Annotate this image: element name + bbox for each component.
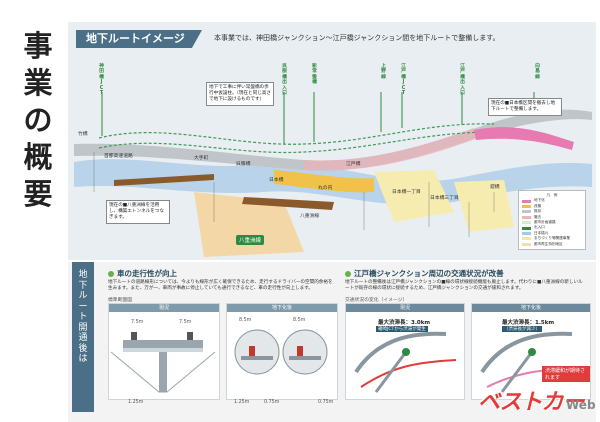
cross-section-underground-a: 地下化後 8.5m 8.5m	[226, 303, 338, 400]
cross-section-diagram	[110, 332, 216, 393]
traffic-map-current: 現況 最大渋滞長：3.0km 箱崎JCTから渋滞が発生	[345, 303, 465, 400]
route-image-header: 地下ルートイメージ	[76, 30, 202, 48]
dim-label: 0.75m	[318, 400, 334, 405]
tunnel-new	[242, 197, 334, 210]
section-left-title: 車の走行性が向上	[108, 268, 177, 279]
station-label: 日本橋三丁目	[430, 196, 459, 201]
removed-section	[304, 128, 478, 171]
legend-item: 既存	[522, 209, 582, 214]
dim-label: 1.25m	[234, 400, 250, 405]
rebuilt-section	[274, 170, 374, 193]
traffic-diagram	[354, 331, 457, 393]
ueno-line-label: 上野線	[381, 64, 386, 80]
underground-route-line	[98, 123, 495, 145]
station-label: 日本橋一丁目	[392, 190, 421, 195]
tunnel-yaesu	[114, 174, 214, 186]
after-opening-bar	[72, 262, 94, 412]
legend-item: 都市計画道路	[522, 220, 582, 225]
bestcar-logo: ベストカー	[478, 390, 584, 415]
section-left-body: 地下ルートの道路線形については、今よりも線形が広く確保できるため、走行するドライ…	[108, 280, 333, 291]
map-legend: 凡 例 地下化 改築 既存 撤去 都市計画道路 出入口 日本橋川 まちづくり等関…	[518, 190, 586, 251]
route-image-description: 本事業では、神田橋ジャンクション～江戸橋ジャンクション間を地下ルートで整備します…	[214, 34, 500, 42]
section-left-sublabel: 標準断面図	[108, 298, 132, 303]
legend-item: 出入口	[522, 225, 582, 230]
bestcar-web-label: Web	[566, 398, 596, 412]
legend-title: 凡 例	[546, 193, 558, 197]
section-title: 事 業 の 概 要	[23, 29, 53, 211]
section-right-body: 地下ルートの整備後は江戸橋ジャンクションの■線の環状線接続機能も廃止します。代わ…	[345, 280, 583, 291]
note-yaesu: 現在の■八重洲線を活用し、構築エトンネルをつなぎます。	[106, 200, 170, 224]
station-label: 首都高速道路	[104, 154, 133, 159]
station-label: 呉服橋	[236, 162, 251, 167]
station-label: 鎧橋	[490, 185, 500, 190]
note-tokiwabashi: 地下で工事に伴い常盤橋の歩行中仮設柱。（現在と同じ高さで地下に設けるものです）	[206, 82, 274, 106]
undergrounded-section	[474, 127, 574, 150]
gofukubashi-exit-label: 呉服橋出入口	[282, 64, 287, 97]
bullet-icon	[345, 271, 351, 277]
section-right-sublabel: 交通状況の変化（イメージ）	[345, 298, 408, 303]
cross-section-current: 現況 7.5m 7.5m	[108, 303, 220, 400]
legend-item: 地下化	[522, 198, 582, 203]
shin-tokiwabashi-label: 新常盤橋	[312, 64, 317, 86]
station-label: 大手町	[194, 156, 209, 161]
legend-item: まちづくり等関連事業	[522, 236, 582, 241]
dim-label: 1.25m	[128, 400, 144, 405]
redevelopment-area-2	[374, 170, 454, 222]
traffic-map-after: 地下化後 最大渋滞長：1.5km （渋滞長が減少） 渋滞緩和が期待されます	[471, 303, 591, 400]
legend-item: 改築	[522, 204, 582, 209]
bullet-icon	[108, 271, 114, 277]
station-label: 八重洲線	[300, 214, 320, 219]
edobashi-exit-label: 江戸橋出入口	[460, 64, 465, 97]
tunnel-diagram	[234, 329, 328, 375]
leader-lines	[93, 152, 495, 237]
legend-item: 日本橋川	[522, 231, 582, 236]
existing-expressway	[74, 109, 592, 171]
legend-item: 撤去	[522, 215, 582, 220]
section-right-title: 江戸橋ジャンクション周辺の交通状況が改善	[345, 268, 504, 279]
yaesu-line-label: 八重洲線	[236, 235, 265, 245]
redevelopment-area-3	[454, 180, 514, 232]
dim-label: 0.75m	[264, 400, 280, 405]
redevelopment-area	[194, 192, 304, 257]
station-label: 日本橋	[269, 178, 284, 183]
underground-route-line-2	[98, 131, 495, 154]
mukojima-line-label: 向島線	[535, 64, 540, 80]
station-label: 丸の内	[318, 186, 333, 191]
station-label: 江戸橋	[346, 162, 361, 167]
legend-item: 都市再生特別地区	[522, 242, 582, 247]
station-label: 竹橋	[78, 132, 88, 137]
sidebar: 事 業 の 概 要	[0, 0, 68, 422]
note-nihonbashi-removal: 現在の■日本橋区間を撤去し地下ルートで整備します。	[488, 98, 562, 116]
route-map-illustration	[74, 92, 592, 257]
after-opening-title: 地下ルート開通後は	[78, 270, 88, 364]
